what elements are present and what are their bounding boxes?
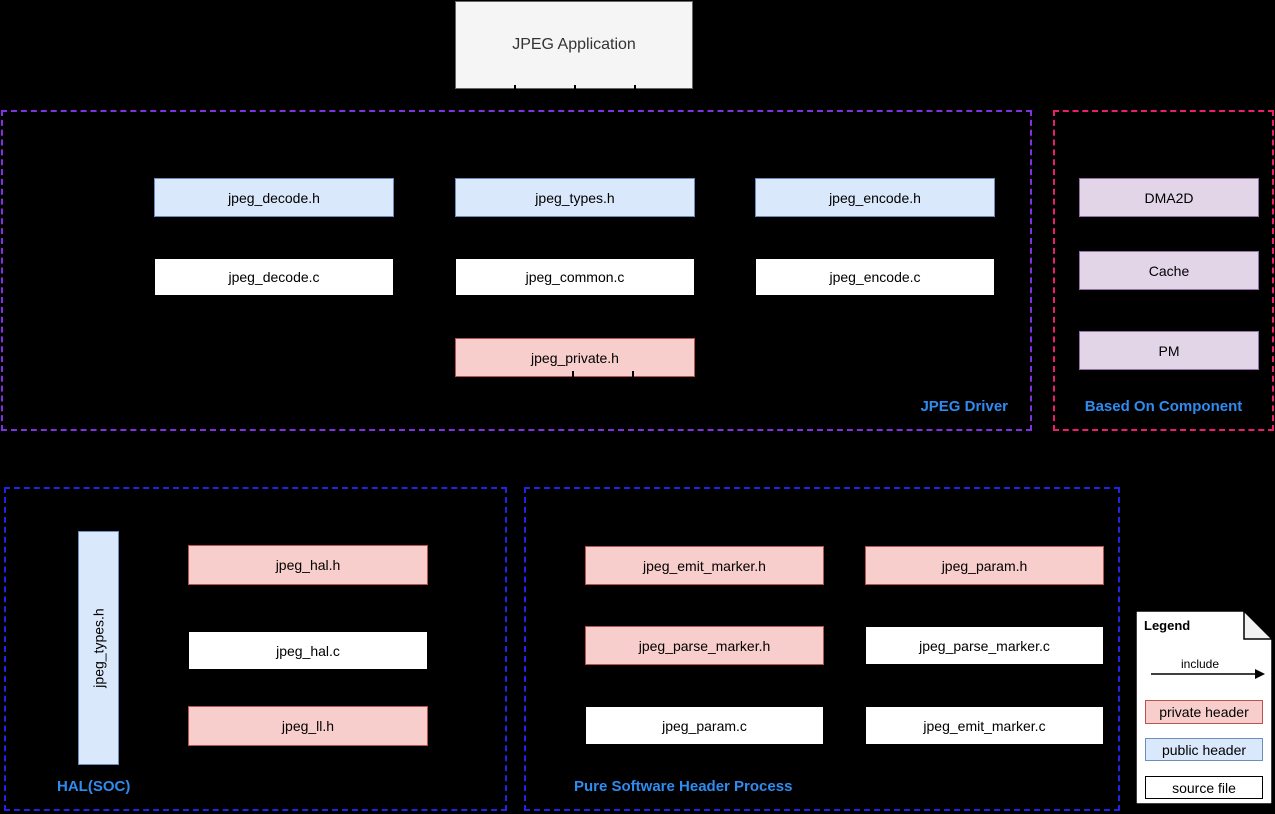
jpeg-application-box: JPEG Application	[455, 1, 693, 89]
container-pure-software-header-process: Pure Software Header Process	[524, 487, 1120, 811]
box-jpeg-parse-marker-c: jpeg_parse_marker.c	[865, 626, 1104, 665]
box-jpeg-types-h-vertical: jpeg_types.h	[78, 531, 119, 765]
legend-item-public-header: public header	[1145, 738, 1263, 761]
container-jpeg-driver: JPEG Driver	[1, 110, 1032, 431]
connector-stub	[574, 85, 576, 92]
box-jpeg-emit-marker-c: jpeg_emit_marker.c	[865, 706, 1104, 745]
box-jpeg-hal-c: jpeg_hal.c	[188, 631, 428, 670]
legend-note: Legend include private header public hea…	[1135, 610, 1273, 805]
box-jpeg-hal-h: jpeg_hal.h	[188, 545, 428, 585]
box-dma2d: DMA2D	[1079, 178, 1259, 217]
legend-include-label: include	[1180, 657, 1220, 671]
box-jpeg-ll-h: jpeg_ll.h	[188, 706, 428, 746]
box-jpeg-encode-c: jpeg_encode.c	[755, 258, 995, 296]
box-cache: Cache	[1079, 251, 1259, 290]
folded-corner-icon	[1243, 610, 1273, 640]
box-pm: PM	[1079, 331, 1259, 370]
box-jpeg-common-c: jpeg_common.c	[455, 258, 695, 296]
container-label-based-on-component: Based On Component	[1084, 398, 1243, 415]
box-jpeg-emit-marker-h: jpeg_emit_marker.h	[585, 546, 824, 585]
box-jpeg-encode-h: jpeg_encode.h	[755, 178, 995, 217]
container-based-on-component: Based On Component	[1053, 110, 1274, 431]
include-arrow-icon	[1151, 669, 1265, 679]
container-label-hal-soc: HAL(SOC)	[57, 778, 131, 795]
connector-stub	[634, 85, 636, 92]
box-jpeg-decode-c: jpeg_decode.c	[154, 258, 394, 296]
container-label-jpeg-driver: JPEG Driver	[920, 398, 1008, 415]
box-jpeg-param-c: jpeg_param.c	[585, 706, 824, 745]
box-jpeg-parse-marker-h: jpeg_parse_marker.h	[585, 626, 824, 665]
box-jpeg-param-h: jpeg_param.h	[865, 546, 1104, 585]
connector-stub	[514, 85, 516, 92]
box-jpeg-private-h: jpeg_private.h	[455, 338, 695, 377]
connector-stub	[572, 371, 574, 378]
box-jpeg-types-h-vertical-label: jpeg_types.h	[90, 608, 107, 688]
legend-item-source-file: source file	[1145, 776, 1263, 799]
jpeg-application-label: JPEG Application	[512, 36, 636, 53]
legend-title: Legend	[1144, 618, 1191, 633]
connector-stub	[632, 371, 634, 378]
container-hal-soc: HAL(SOC)	[4, 487, 507, 811]
legend-item-private-header: private header	[1145, 700, 1263, 724]
container-label-pure-software-header-process: Pure Software Header Process	[574, 778, 793, 795]
box-jpeg-decode-h: jpeg_decode.h	[154, 178, 394, 217]
box-jpeg-types-h: jpeg_types.h	[455, 178, 695, 217]
